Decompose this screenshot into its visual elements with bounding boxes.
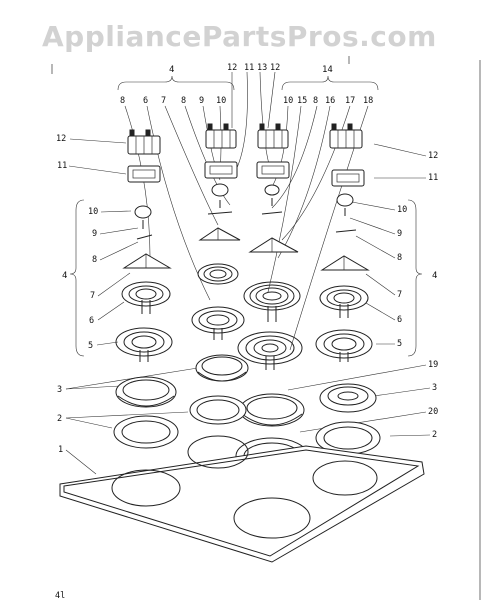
cooktop-panel: [59, 435, 425, 563]
terminal-block-mid-b: [257, 123, 289, 149]
callout-10-left: 10: [88, 207, 98, 217]
callout-9-a: 9: [199, 96, 204, 106]
callout-4-top: 4: [169, 65, 174, 75]
callout-10-a: 10: [216, 96, 226, 106]
callout-20: 20: [428, 407, 438, 417]
callout-7-a: 7: [161, 96, 166, 106]
callout-8-left: 8: [92, 255, 97, 265]
trim-ring-left: [113, 415, 179, 449]
support-bracket-left: [122, 253, 172, 269]
small-element-right: [319, 285, 369, 318]
drip-pan-mid-b: [237, 331, 303, 370]
watermark-text: AppliancePartsPros.com: [42, 20, 437, 53]
callout-19: 19: [428, 360, 438, 370]
callout-12-top-a: 12: [227, 63, 237, 73]
callout-5-left: 5: [88, 341, 93, 351]
receptacle-left: [127, 165, 161, 183]
reflector-bowl-right: [319, 383, 377, 413]
callout-17: 17: [345, 96, 355, 106]
receptacle-right: [331, 169, 365, 187]
drip-pan-right: [315, 329, 373, 362]
callout-3-right: 3: [432, 383, 437, 393]
terminal-block-right: [329, 123, 363, 149]
small-element-mid: [197, 263, 239, 285]
callout-8-right: 8: [397, 253, 402, 263]
support-bracket-mid-b: [248, 237, 299, 253]
callout-12-left: 12: [56, 134, 66, 144]
callout-2-left: 2: [57, 414, 62, 424]
callout-7-left: 7: [90, 291, 95, 301]
top-callout-row: 12 11 13 12 8 6 7 8 9 10 10 15 8 16 17 1…: [120, 63, 373, 106]
callout-8-a: 8: [120, 96, 125, 106]
callout-11-top: 11: [244, 63, 254, 73]
receptacle-mid-b: [256, 161, 290, 179]
callout-5-right: 5: [397, 339, 402, 349]
receptacle-mid-a: [204, 161, 238, 179]
callout-11-right: 11: [428, 173, 438, 183]
callout-16: 16: [325, 96, 335, 106]
cap-set: [134, 183, 354, 219]
callout-15: 15: [297, 96, 307, 106]
callout-13: 13: [257, 63, 267, 73]
support-bracket-right: [320, 255, 370, 271]
left-labels: 12 11 10 9 8 7 6 5 4 3 2 1: [56, 134, 205, 475]
callout-8-c: 8: [313, 96, 318, 106]
callout-4-right: 4: [432, 271, 437, 281]
callout-7-right: 7: [397, 290, 402, 300]
large-element-mid: [243, 281, 301, 322]
callout-12-top-b: 12: [270, 63, 280, 73]
callout-1: 1: [58, 445, 63, 455]
footer-mark: 4l: [55, 591, 65, 600]
callout-9-right: 9: [397, 229, 402, 239]
callout-11-left: 11: [57, 161, 67, 171]
callout-14: 14: [322, 65, 333, 75]
reflector-bowl-large: [239, 393, 305, 427]
right-labels: 12 11 10 9 8 7 6 5 4 19 3 20 2: [287, 143, 438, 440]
callout-4-left: 4: [62, 271, 67, 281]
terminal-block-left: [127, 129, 161, 155]
callout-2-right: 2: [432, 430, 437, 440]
support-bracket-mid-a: [198, 227, 241, 241]
top-bracket-right: 14: [281, 65, 379, 91]
drip-pan-mid-a: [191, 306, 245, 340]
clip-set: [142, 198, 346, 229]
reflector-bowl-mid-a: [195, 354, 249, 382]
callout-9-left: 9: [92, 229, 97, 239]
callout-10-right: 10: [397, 205, 407, 215]
trim-ring-mid-a: [189, 395, 247, 425]
wire-set: [136, 211, 357, 240]
callout-12-right: 12: [428, 151, 438, 161]
reflector-bowl-left: [115, 376, 177, 408]
callout-10-b: 10: [283, 96, 293, 106]
small-element-left: [121, 281, 171, 314]
top-bracket-left: 4: [117, 65, 235, 91]
terminal-block-mid-a: [205, 123, 237, 149]
callout-6-left: 6: [89, 316, 94, 326]
callout-8-b: 8: [181, 96, 186, 106]
callout-6-a: 6: [143, 96, 148, 106]
callout-6-right: 6: [397, 315, 402, 325]
drip-pan-left: [115, 327, 173, 362]
callout-3-left: 3: [57, 385, 62, 395]
callout-18: 18: [363, 96, 373, 106]
